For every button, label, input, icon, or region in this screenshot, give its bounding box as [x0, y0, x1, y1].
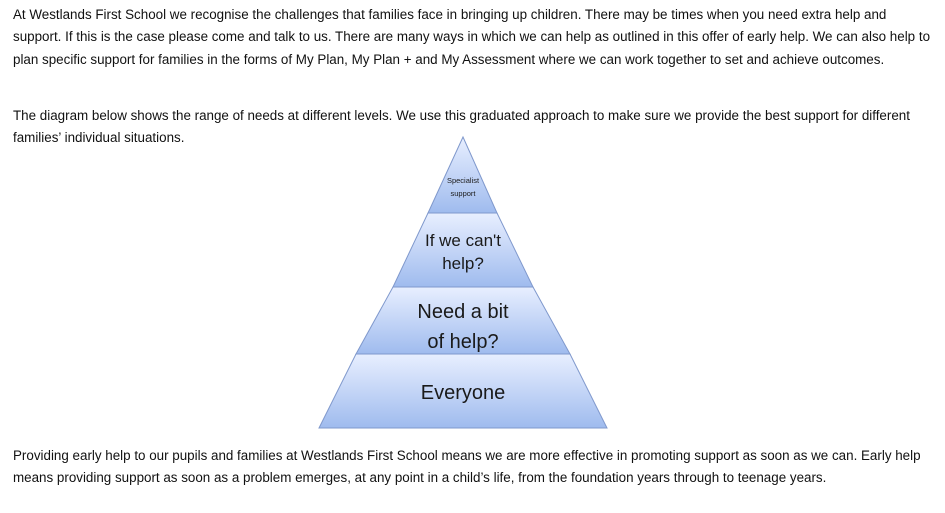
tier-everyone-label: Everyone	[421, 382, 506, 404]
tier-need-help-label-line2: of help?	[427, 331, 498, 353]
tier-specialist-label-line2: support	[450, 189, 476, 198]
pyramid-tier-need-a-bit-of-help	[355, 286, 571, 355]
tier-cant-help-label-line1: If we can't	[425, 231, 501, 250]
tier-cant-help-label-line2: help?	[442, 254, 484, 273]
pyramid-tier-if-we-cant-help	[392, 212, 534, 288]
intro-paragraph: At Westlands First School we recognise t…	[13, 7, 931, 67]
pyramid-tier-everyone	[318, 353, 608, 429]
diagram-intro-paragraph: The diagram below shows the range of nee…	[13, 108, 910, 146]
closing-paragraph: Providing early help to our pupils and f…	[13, 448, 921, 486]
tier-specialist-label-line1: Specialist	[447, 176, 480, 185]
tier-need-help-label-line1: Need a bit	[417, 301, 509, 323]
